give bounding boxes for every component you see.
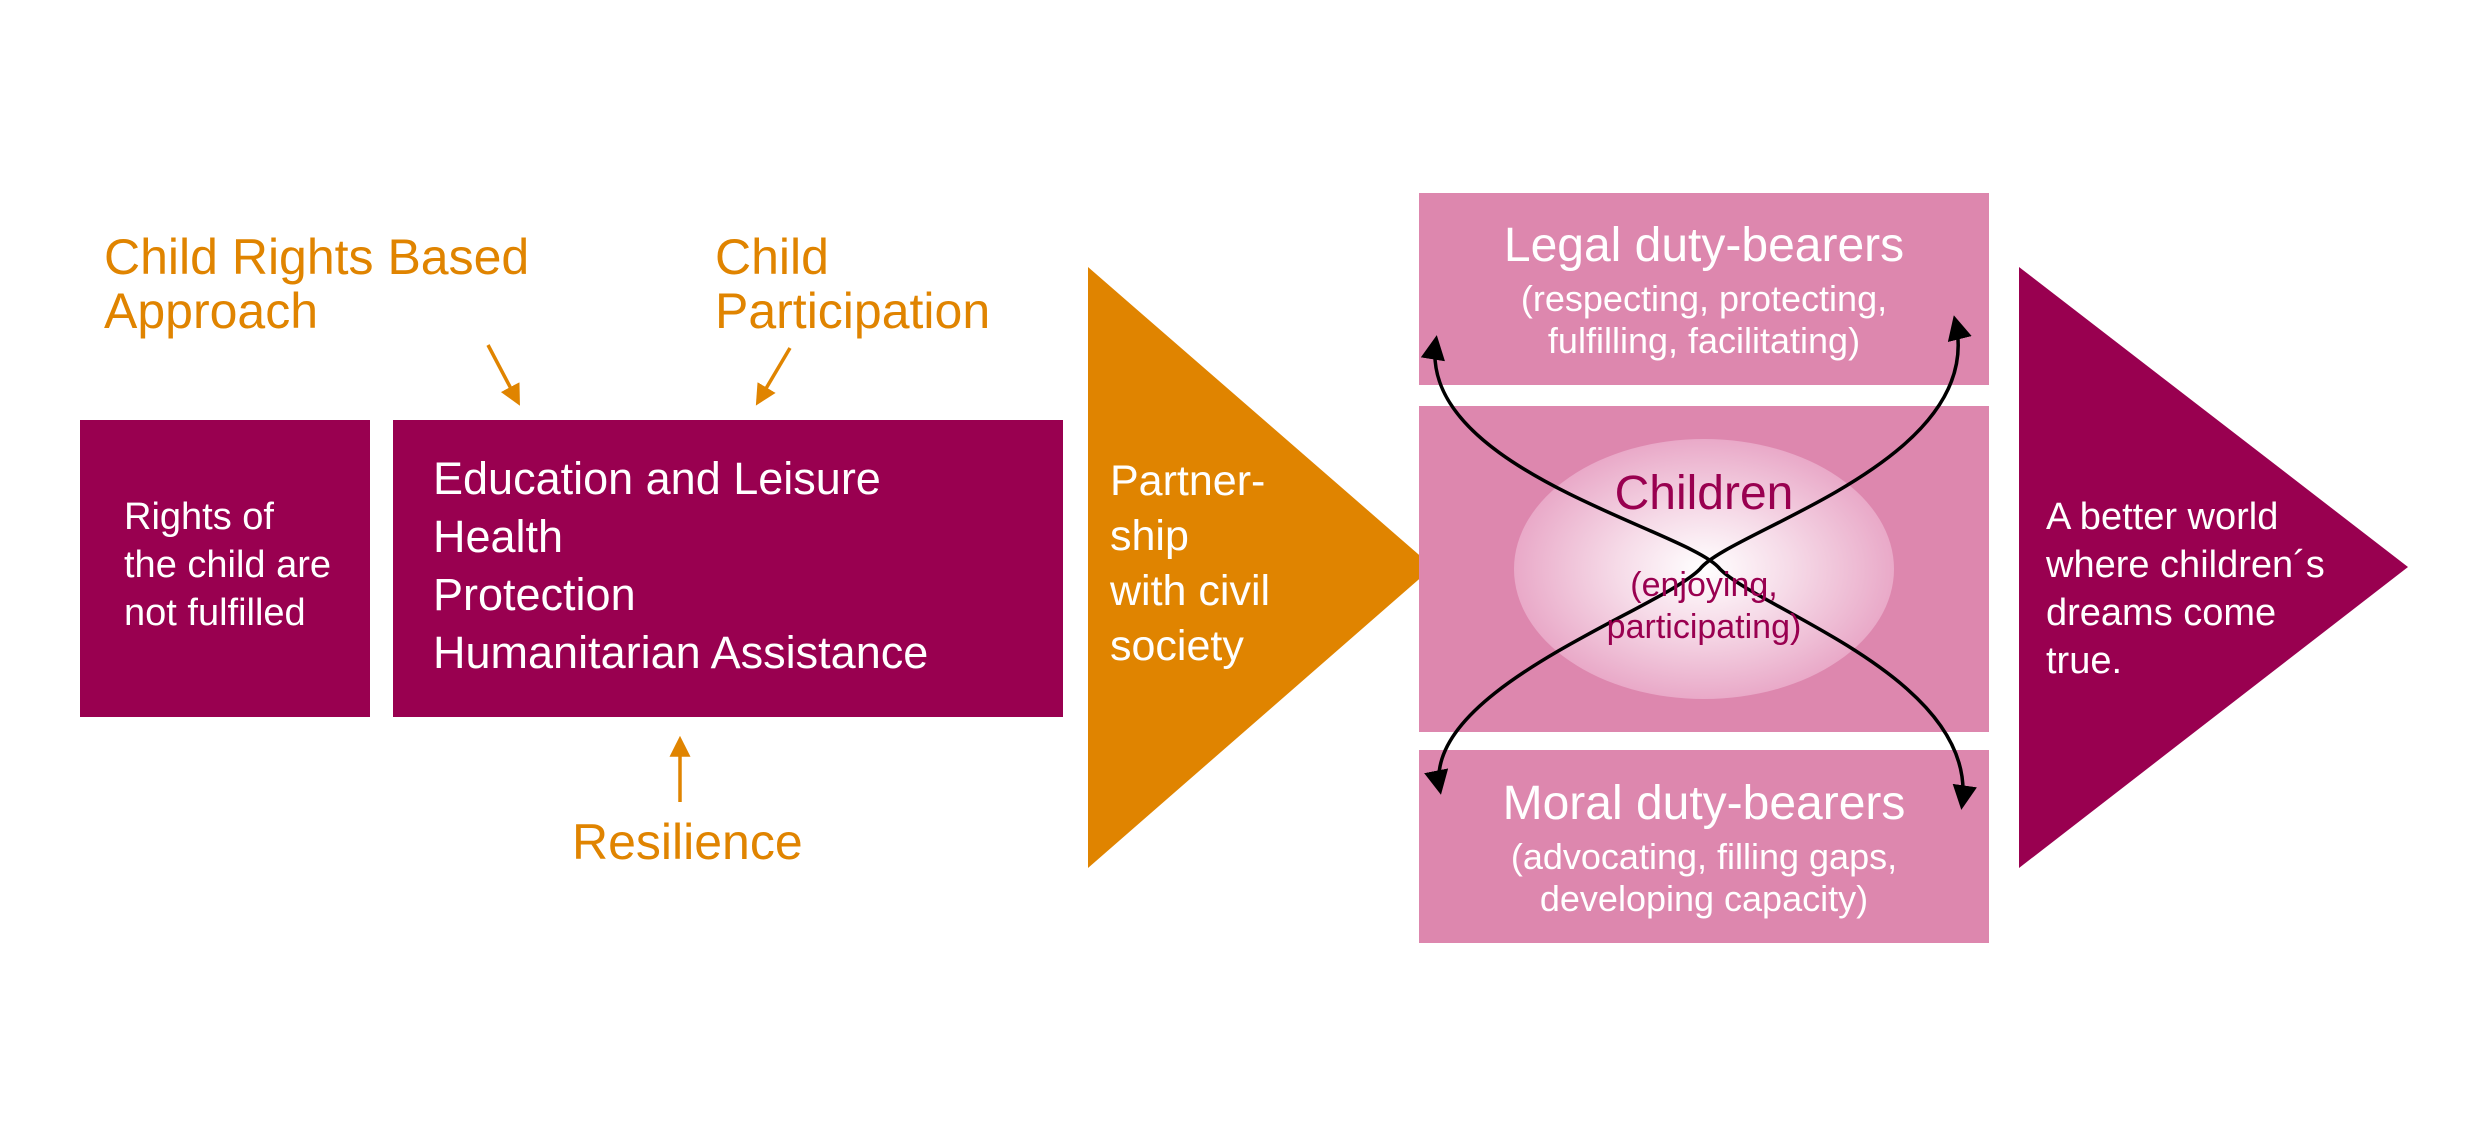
- rights-line: Rights of: [124, 496, 274, 538]
- cycle-arrow-right-to-bottom-left: [1424, 315, 1972, 795]
- children-block: Children (enjoying, participating): [1419, 466, 1989, 648]
- partnership-text: Partner- ship with civil society: [1110, 454, 1270, 674]
- better-world-line: where children´s: [2046, 544, 2325, 586]
- crba-label-line: Child Rights Based: [104, 229, 530, 285]
- legal-duty-bearers: Legal duty-bearers (respecting, protecti…: [1419, 218, 1989, 362]
- children-subtitle-line: (enjoying,: [1630, 566, 1778, 604]
- sectors-list: Education and Leisure Health Protection …: [433, 450, 928, 682]
- sector-item: Education and Leisure: [433, 453, 881, 504]
- participation-arrow: [755, 347, 792, 406]
- participation-label-line: Participation: [715, 283, 991, 339]
- crba-label-line: Approach: [104, 283, 319, 339]
- moral-title: Moral duty-bearers: [1502, 777, 1906, 830]
- moral-subtitle-line: developing capacity): [1539, 878, 1869, 919]
- partnership-line: society: [1110, 622, 1244, 670]
- participation-label: Child Participation: [715, 230, 990, 338]
- legal-title: Legal duty-bearers: [1503, 219, 1905, 272]
- sector-item: Humanitarian Assistance: [433, 627, 929, 678]
- moral-duty-bearers: Moral duty-bearers (advocating, filling …: [1419, 776, 1989, 920]
- resilience-label-text: Resilience: [572, 814, 803, 870]
- partnership-line: ship: [1110, 512, 1189, 560]
- children-subtitle-line: participating): [1606, 608, 1802, 646]
- rights-box-text: Rights of the child are not fulfilled: [124, 493, 331, 637]
- legal-subtitle-line: fulfilling, facilitating): [1547, 320, 1861, 361]
- better-world-text: A better world where children´s dreams c…: [2046, 493, 2325, 685]
- crba-label: Child Rights Based Approach: [104, 230, 529, 338]
- partnership-line: with civil: [1110, 567, 1271, 615]
- rights-box-shape: [80, 420, 370, 717]
- sector-item: Protection: [433, 569, 636, 620]
- better-world-arrow-shape: [2019, 267, 2408, 868]
- better-world-line: true.: [2046, 640, 2123, 682]
- resilience-label: Resilience: [572, 815, 803, 869]
- better-world-line: A better world: [2046, 496, 2279, 538]
- crba-arrow: [486, 344, 520, 406]
- partnership-arrow-shape: [1088, 267, 1433, 868]
- children-title: Children: [1614, 467, 1794, 520]
- sectors-box-shape: [393, 420, 1063, 717]
- moral-subtitle-line: (advocating, filling gaps,: [1510, 836, 1898, 877]
- rights-line: the child are: [124, 544, 332, 586]
- rights-line: not fulfilled: [124, 592, 306, 634]
- participation-label-line: Child: [715, 229, 829, 285]
- sector-item: Health: [433, 511, 564, 562]
- better-world-line: dreams come: [2046, 592, 2277, 634]
- partnership-line: Partner-: [1110, 457, 1266, 505]
- legal-subtitle-line: (respecting, protecting,: [1520, 278, 1888, 319]
